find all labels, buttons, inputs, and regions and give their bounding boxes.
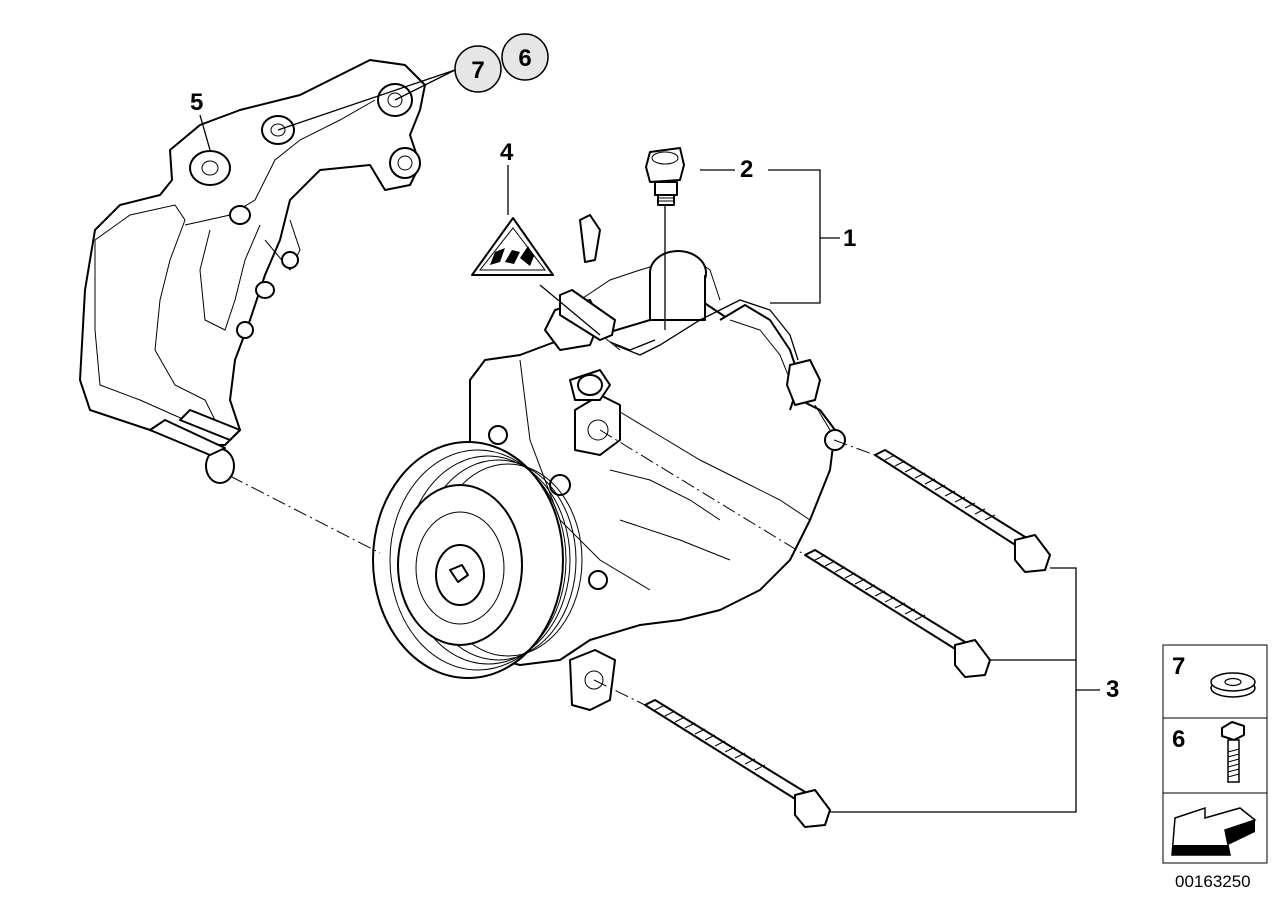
pressure-fitting[interactable] bbox=[645, 147, 685, 206]
callout-circle-6: 6 bbox=[501, 33, 549, 81]
direction-arrow-icon bbox=[1171, 806, 1257, 856]
callout-3: 3 bbox=[1106, 676, 1119, 703]
callout-4: 4 bbox=[500, 139, 514, 166]
svg-text:6: 6 bbox=[518, 45, 531, 72]
legend-label-6: 6 bbox=[1172, 726, 1185, 753]
legend-label-7: 7 bbox=[1172, 653, 1185, 680]
compressor-pulley[interactable] bbox=[372, 441, 583, 679]
callout-1: 1 bbox=[843, 225, 856, 252]
mounting-bracket[interactable] bbox=[79, 59, 426, 484]
bolt-lower[interactable] bbox=[644, 699, 831, 828]
svg-text:7: 7 bbox=[471, 57, 484, 84]
bolt-small-icon bbox=[1221, 721, 1245, 783]
callout-circle-7: 7 bbox=[454, 45, 502, 93]
washer-icon bbox=[1210, 672, 1256, 698]
bolt-upper[interactable] bbox=[874, 449, 1051, 573]
parts-legend: 7 6 bbox=[1162, 644, 1268, 864]
bolt-middle[interactable] bbox=[804, 549, 991, 678]
alignment-lines bbox=[229, 429, 876, 706]
leader-lines bbox=[199, 69, 1100, 813]
callout-5: 5 bbox=[190, 89, 203, 116]
callout-2: 2 bbox=[740, 156, 753, 183]
pressure-sensor-cable[interactable] bbox=[559, 289, 799, 361]
warning-label[interactable] bbox=[471, 217, 554, 276]
reference-number: 00163250 bbox=[1175, 872, 1251, 891]
